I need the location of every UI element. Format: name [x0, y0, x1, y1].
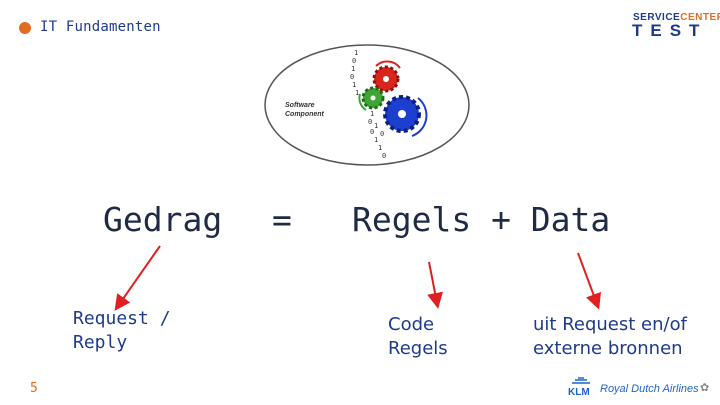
section-title: IT Fundamenten: [40, 19, 161, 35]
request-line2: Reply: [73, 332, 128, 353]
arrow-to-bronnen-icon: [577, 252, 602, 310]
green-rotation-arrow-icon: [358, 93, 367, 111]
code-line1: Code: [388, 314, 435, 335]
request-line1: Request /: [73, 308, 171, 329]
bit-stream-bottom: 1 0 1 0 0 1 1 0: [368, 110, 386, 160]
klm-logo-icon: KLM: [568, 377, 590, 397]
bit-top-1: 0: [352, 57, 356, 65]
red-gear-icon: [372, 65, 400, 93]
bit-bottom-7: 0: [382, 152, 386, 160]
bronnen-line2: externe bronnen: [533, 338, 683, 359]
bit-top-4: 1: [352, 81, 356, 89]
software-label-line1: Software: [285, 102, 315, 109]
servicecenter-logo-bottom: TEST: [632, 21, 708, 40]
klm-tagline: Royal Dutch Airlines: [600, 383, 699, 395]
klm-logo-text: KLM: [568, 387, 590, 397]
bit-bottom-2: 1: [374, 122, 378, 130]
request-reply-text: Request / Reply: [73, 307, 171, 355]
equation-gedrag: Gedrag: [103, 200, 223, 239]
blue-rotation-arrow-icon: [411, 97, 428, 137]
page-number: 5: [30, 381, 38, 396]
servicecenter-logo-top: SERVICECENTER: [633, 12, 720, 23]
bit-stream-top: 1 0 1 0 1 1: [350, 49, 359, 97]
skyteam-icon: ✿: [700, 381, 710, 394]
logo-center-text: CENTER: [680, 12, 720, 23]
bit-bottom-0: 1: [370, 110, 374, 118]
blue-gear-icon: [383, 95, 421, 133]
arrow-to-request-icon: [114, 245, 161, 311]
code-line2: Regels: [388, 338, 448, 359]
green-gear-icon: [361, 86, 385, 110]
bit-bottom-4: 0: [380, 130, 384, 138]
bit-bottom-3: 0: [370, 128, 374, 136]
software-label-line2: Component: [285, 111, 324, 118]
section-bullet-icon: [19, 22, 31, 34]
software-component-diagram: 1 0 1 0 1 1 1 0 1 0 0 1 1 0: [264, 44, 470, 166]
software-component-label: Software Component: [285, 101, 324, 119]
bronnen-line1: uit Request en/of: [533, 314, 687, 335]
code-regels-text: Code Regels: [388, 313, 448, 361]
bit-bottom-1: 0: [368, 118, 372, 126]
logo-service-text: SERVICE: [633, 12, 681, 23]
bit-bottom-5: 1: [374, 136, 378, 144]
bit-top-0: 1: [354, 49, 358, 57]
bit-top-5: 1: [355, 89, 359, 97]
equation-regels-data: Regels + Data: [352, 200, 611, 239]
arrow-to-code-icon: [427, 261, 443, 309]
bit-top-2: 1: [351, 65, 355, 73]
bronnen-text: uit Request en/of externe bronnen: [533, 313, 687, 361]
bit-top-3: 0: [350, 73, 354, 81]
red-rotation-arrow-icon: [375, 60, 401, 69]
bit-bottom-6: 1: [378, 144, 382, 152]
equation-equals: =: [272, 200, 292, 239]
